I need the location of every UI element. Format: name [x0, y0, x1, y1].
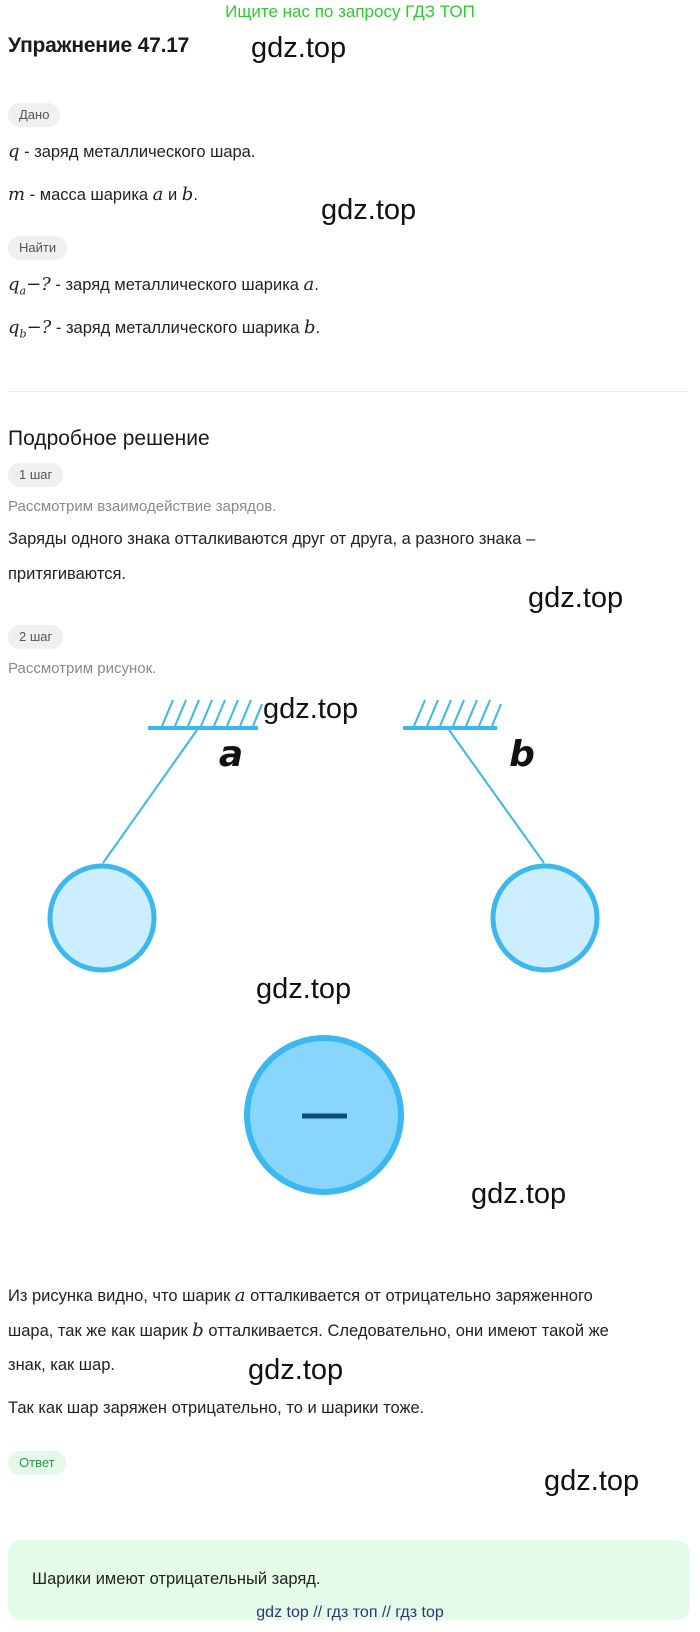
step-2-badge: 2 шаг — [8, 625, 64, 649]
find-line-2-text: - заряд металлического шарика — [51, 319, 305, 337]
step-1-text-line-2: притягиваются. — [8, 565, 126, 583]
step-2-para-line-1: Из рисунка видно, что шарик a отталкивае… — [8, 1278, 593, 1314]
var-b: b — [181, 184, 194, 205]
period: . — [314, 276, 319, 294]
section-divider — [8, 391, 688, 392]
footer-links[interactable]: gdz top // гдз топ // гдз top — [256, 1604, 444, 1621]
var-q: q — [8, 141, 20, 162]
step-1-caption: Рассмотрим взаимодействие зарядов. — [8, 498, 277, 515]
var-b: b — [192, 1320, 204, 1341]
var-b: b — [304, 317, 316, 338]
var-q: q — [8, 317, 20, 338]
var-a: a — [234, 1285, 246, 1306]
watermark: gdz.top — [321, 194, 417, 226]
ball-b — [490, 863, 600, 973]
label-a: a — [219, 734, 243, 775]
find-badge: Найти — [8, 236, 68, 260]
var-a: a — [152, 184, 164, 205]
var-m: m — [8, 184, 26, 205]
period: . — [193, 186, 198, 204]
ceiling-b — [403, 699, 502, 730]
unknown-mark: −? — [26, 274, 51, 295]
given-line-2-text: - масса шарика — [25, 186, 153, 204]
search-banner[interactable]: Ищите нас по запросу ГДЗ ТОП — [225, 2, 475, 21]
solution-heading: Подробное решение — [8, 427, 210, 450]
step-2-para-line-2: шара, так же как шарик b отталкивается. … — [8, 1313, 609, 1349]
watermark: gdz.top — [248, 1354, 344, 1386]
given-line-2-and: и — [163, 186, 182, 204]
para-text: отталкивается. Следовательно, они имеют … — [203, 1322, 609, 1340]
var-a: a — [303, 274, 315, 295]
page-title: Упражнение 47.17 — [8, 34, 190, 57]
unknown-mark: −? — [26, 317, 52, 338]
watermark: gdz.top — [471, 1178, 567, 1210]
find-line-1-text: - заряд металлического шарика — [50, 276, 304, 294]
watermark: gdz.top — [544, 1465, 640, 1497]
subscript-a: a — [19, 284, 27, 298]
para-text: Из рисунка видно, что шарик — [8, 1287, 235, 1305]
subscript-b: b — [19, 327, 27, 341]
step-2-conclusion: Так как шар заряжен отрицательно, то и ш… — [8, 1399, 425, 1417]
answer-box — [8, 1540, 690, 1620]
find-line-1: qa−? - заряд металлического шарика a. — [8, 267, 319, 308]
given-line-1: q - заряд металлического шара. — [8, 134, 255, 170]
watermark: gdz.top — [528, 582, 624, 614]
given-line-2: m - масса шарика a и b. — [8, 177, 198, 213]
given-badge: Дано — [8, 103, 61, 127]
thread-b — [448, 729, 545, 864]
step-2-caption: Рассмотрим рисунок. — [8, 660, 157, 677]
thread-a — [102, 729, 198, 864]
step-1-badge: 1 шаг — [8, 463, 64, 487]
watermark: gdz.top — [251, 32, 347, 64]
step-2-para-line-3: знак, как шар. — [8, 1356, 115, 1374]
pendulum-diagram: a b — [47, 699, 600, 1195]
find-line-2: qb−? - заряд металлического шарика b. — [8, 310, 320, 351]
answer-text: Шарики имеют отрицательный заряд. — [32, 1570, 321, 1588]
para-text: шара, так же как шарик — [8, 1322, 193, 1340]
watermark: gdz.top — [263, 693, 359, 725]
period: . — [315, 319, 321, 337]
var-q: q — [8, 274, 20, 295]
label-b: b — [509, 734, 535, 775]
given-line-1-text: - заряд металлического шара. — [19, 143, 256, 161]
watermark: gdz.top — [256, 973, 352, 1005]
step-1-text-line-1: Заряды одного знака отталкиваются друг о… — [8, 530, 536, 548]
ball-a — [47, 863, 157, 973]
answer-badge: Ответ — [8, 1451, 66, 1475]
ceiling-a — [148, 699, 263, 730]
para-text: отталкивается от отрицательно заряженног… — [245, 1287, 593, 1305]
